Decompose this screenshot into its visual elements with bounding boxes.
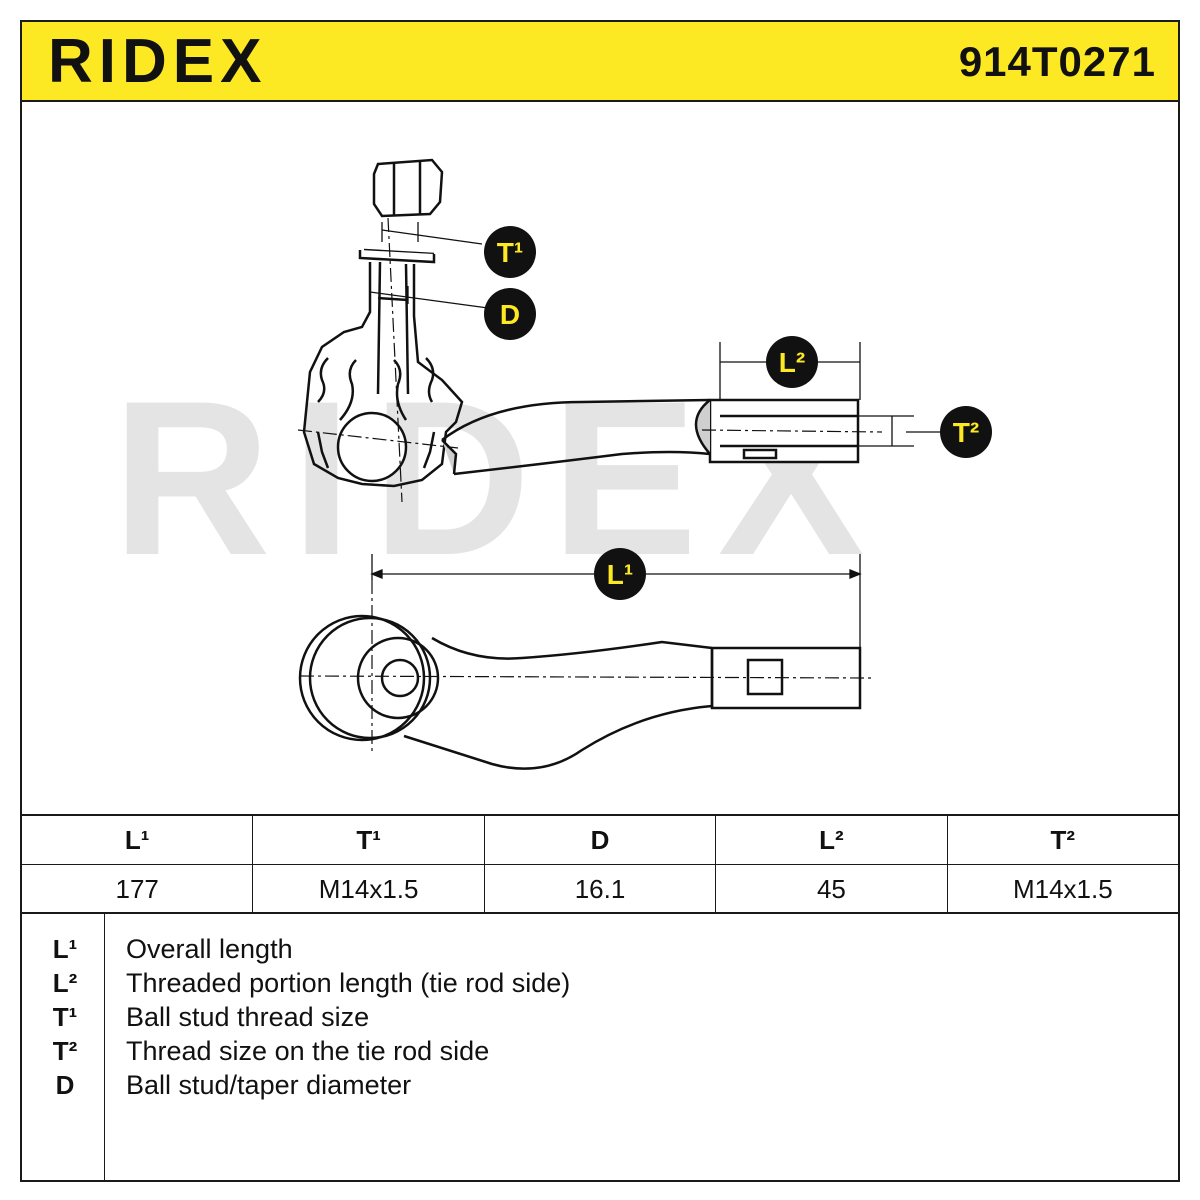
value-t2: M14x1.5 <box>1012 873 1113 904</box>
bottom-view-outline <box>298 614 862 770</box>
legend-key: D <box>55 1070 75 1100</box>
badge-l1: L¹ <box>594 548 646 600</box>
tie-rod-end-drawing: RIDEX <box>112 158 992 770</box>
legend-item: D Ball stud/taper diameter <box>22 1068 1178 1102</box>
value-l2: 45 <box>716 865 948 913</box>
legend-key: T¹ <box>52 1002 78 1032</box>
badge-t2-text: T² <box>953 417 979 448</box>
legend-text: Ball stud thread size <box>126 1002 370 1032</box>
watermark-text: RIDEX <box>112 355 884 601</box>
badge-d-text: D <box>500 299 520 330</box>
part-number: 914T0271 <box>958 38 1156 85</box>
header-l1: L¹ <box>22 816 254 864</box>
top-view-outline <box>302 158 860 488</box>
spec-sheet-frame: RIDEX 914T0271 RIDEX <box>20 20 1180 1182</box>
top-dimension-lines <box>369 222 940 447</box>
dimensions-value-row: 177 M14x1.5 16.1 45 M14x1.5 <box>22 865 1178 913</box>
badge-d: D <box>484 288 536 340</box>
value-t1: M14x1.5 <box>253 865 485 913</box>
header-d: D <box>485 816 717 864</box>
legend-item: T² Thread size on the tie rod side <box>22 1034 1178 1068</box>
legend-text: Thread size on the tie rod side <box>126 1036 490 1066</box>
top-center-lines <box>297 217 883 503</box>
legend: L¹ Overall length L² Threaded portion le… <box>22 914 1178 1180</box>
legend-text: Ball stud/taper diameter <box>126 1070 412 1100</box>
badge-t1-text: T¹ <box>497 237 523 268</box>
legend-item: T¹ Ball stud thread size <box>22 1000 1178 1034</box>
technical-drawing: RIDEX <box>22 102 1178 814</box>
badge-l2-text: L² <box>779 347 805 378</box>
bottom-dimension-lines <box>370 554 862 648</box>
brand-logo: RIDEX <box>48 27 268 96</box>
header-t1: T¹ <box>253 816 485 864</box>
badge-l2: L² <box>766 336 818 388</box>
value-l1: 177 <box>22 865 254 913</box>
dimensions-header-row: L¹ T¹ D L² T² <box>22 816 1178 865</box>
header-l2: L² <box>716 816 948 864</box>
legend-text: Overall length <box>126 934 293 964</box>
legend-key: T² <box>52 1036 78 1066</box>
badge-l1-text: L¹ <box>607 559 633 590</box>
badge-t1: T¹ <box>484 226 536 278</box>
legend-item: L² Threaded portion length (tie rod side… <box>22 966 1178 1000</box>
bottom-center-lines <box>299 580 873 752</box>
legend-divider <box>104 914 105 1180</box>
legend-item: L¹ Overall length <box>22 932 1178 966</box>
dimensions-table: L¹ T¹ D L² T² 177 M14x1.5 16.1 45 M14x1.… <box>22 814 1178 914</box>
legend-text: Threaded portion length (tie rod side) <box>126 968 571 998</box>
badge-t2: T² <box>940 406 992 458</box>
header-bar: RIDEX 914T0271 <box>22 22 1178 102</box>
legend-key: L¹ <box>52 934 78 964</box>
legend-key: L² <box>52 968 78 998</box>
header-t2: T² <box>1050 824 1076 855</box>
value-d: 16.1 <box>485 865 717 913</box>
